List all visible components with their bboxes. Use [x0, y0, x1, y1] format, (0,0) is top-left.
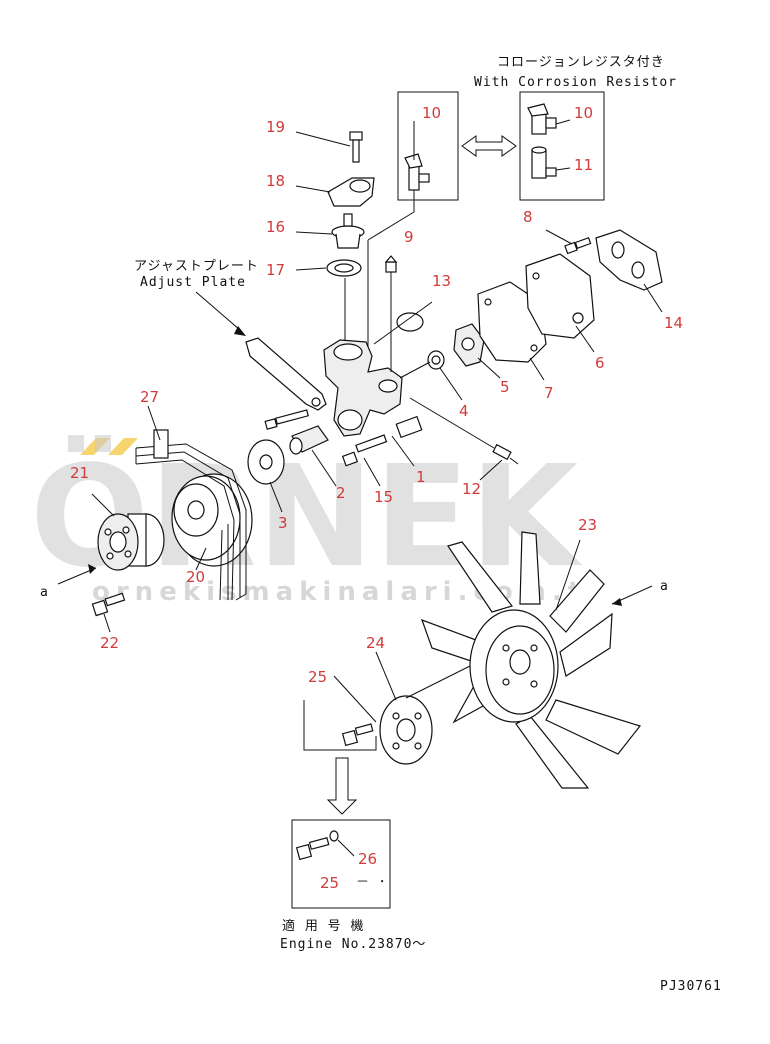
callout-17: 17 — [266, 261, 285, 279]
water-pump-body-part — [323, 339, 423, 439]
engine-note-en: Engine No.23870～ — [280, 937, 426, 952]
callout-13: 13 — [432, 272, 451, 290]
callouts: 1 2 3 4 5 6 7 8 9 10 10 11 12 13 14 15 1… — [70, 104, 683, 892]
drawing-code: PJ30761 — [660, 979, 722, 994]
adjust-plate-label-en: Adjust Plate — [140, 275, 246, 290]
corrosion-valve-part-right — [527, 103, 557, 135]
callout-26: 26 — [358, 850, 377, 868]
watermark-url: ornekismakinalari.com.tr — [92, 577, 605, 607]
callout-16: 16 — [266, 218, 285, 236]
callout-23: 23 — [578, 516, 597, 534]
double-arrow-icon — [461, 135, 517, 157]
corrosion-resistor-part — [531, 146, 557, 179]
crank-bolt-part — [91, 592, 126, 617]
engine-note-jp: 適 用 号 機 — [282, 918, 364, 934]
resistor-box-left — [397, 91, 459, 201]
resistor-label-jp: コロージョンレジスタ付き — [497, 55, 665, 70]
callout-20: 20 — [186, 568, 205, 586]
callout-14: 14 — [664, 314, 683, 332]
view-marker-right: a — [660, 579, 669, 594]
callout-22: 22 — [100, 634, 119, 652]
callout-5: 5 — [500, 378, 510, 396]
o-ring-part — [396, 312, 424, 332]
callout-27: 27 — [140, 388, 159, 406]
cooling-fan-part — [421, 531, 642, 789]
callout-21: 21 — [70, 464, 89, 482]
fan-bolt-part — [341, 723, 374, 747]
dash-note: － ･ — [356, 875, 386, 890]
resistor-label-en: With Corrosion Resistor — [474, 75, 677, 90]
callout-3: 3 — [278, 514, 288, 532]
thermostat-part — [331, 213, 365, 249]
callout-8: 8 — [523, 208, 533, 226]
callout-24: 24 — [366, 634, 385, 652]
callout-18: 18 — [266, 172, 285, 190]
callout-25-variant: 25 — [320, 874, 339, 892]
crank-pulley-part — [97, 513, 165, 571]
pump-cover-plate-part — [525, 253, 595, 339]
view-marker-left: a — [40, 585, 49, 600]
callout-11: 11 — [574, 156, 593, 174]
watermark-accent-right — [108, 438, 138, 455]
mounting-bolt-part — [341, 434, 388, 467]
bushing-part — [427, 350, 445, 370]
fan-spacer-part — [379, 695, 433, 765]
corrosion-valve-part — [404, 153, 430, 191]
fan-belt-part — [135, 429, 247, 601]
adjust-plate-label-jp: アジャストプレート — [134, 259, 259, 274]
callout-19: 19 — [266, 118, 285, 136]
cover-bolt-part — [564, 237, 592, 255]
callout-2: 2 — [336, 484, 346, 502]
watermark-accent-left — [80, 438, 110, 455]
adjust-plate-part — [245, 337, 327, 411]
callout-25: 25 — [308, 668, 327, 686]
impeller-part — [453, 323, 485, 367]
washer-part — [329, 830, 339, 842]
callout-6: 6 — [595, 354, 605, 372]
down-arrow-icon — [326, 757, 358, 815]
thermostat-cover-part — [327, 177, 375, 207]
bolt-part — [349, 131, 363, 163]
callout-1: 1 — [416, 468, 426, 486]
pulley-flange-part — [247, 439, 285, 485]
rear-gasket-part — [595, 229, 663, 291]
callout-9: 9 — [404, 228, 414, 246]
callout-10-resistor: 10 — [574, 104, 593, 122]
variant-bolt-part — [295, 837, 330, 861]
seal-ring-part — [326, 259, 362, 277]
fan-pulley-part — [171, 473, 253, 567]
temperature-sensor-part — [492, 443, 519, 465]
resistor-box-right — [519, 91, 605, 201]
callout-12: 12 — [462, 480, 481, 498]
pump-shaft-part — [289, 425, 329, 455]
adjust-bolt-part — [264, 409, 309, 430]
callout-7: 7 — [544, 384, 554, 402]
callout-15: 15 — [374, 488, 393, 506]
engine-variant-box — [291, 819, 391, 909]
plug-part — [384, 255, 398, 273]
callout-10: 10 — [422, 104, 441, 122]
callout-4: 4 — [459, 402, 469, 420]
